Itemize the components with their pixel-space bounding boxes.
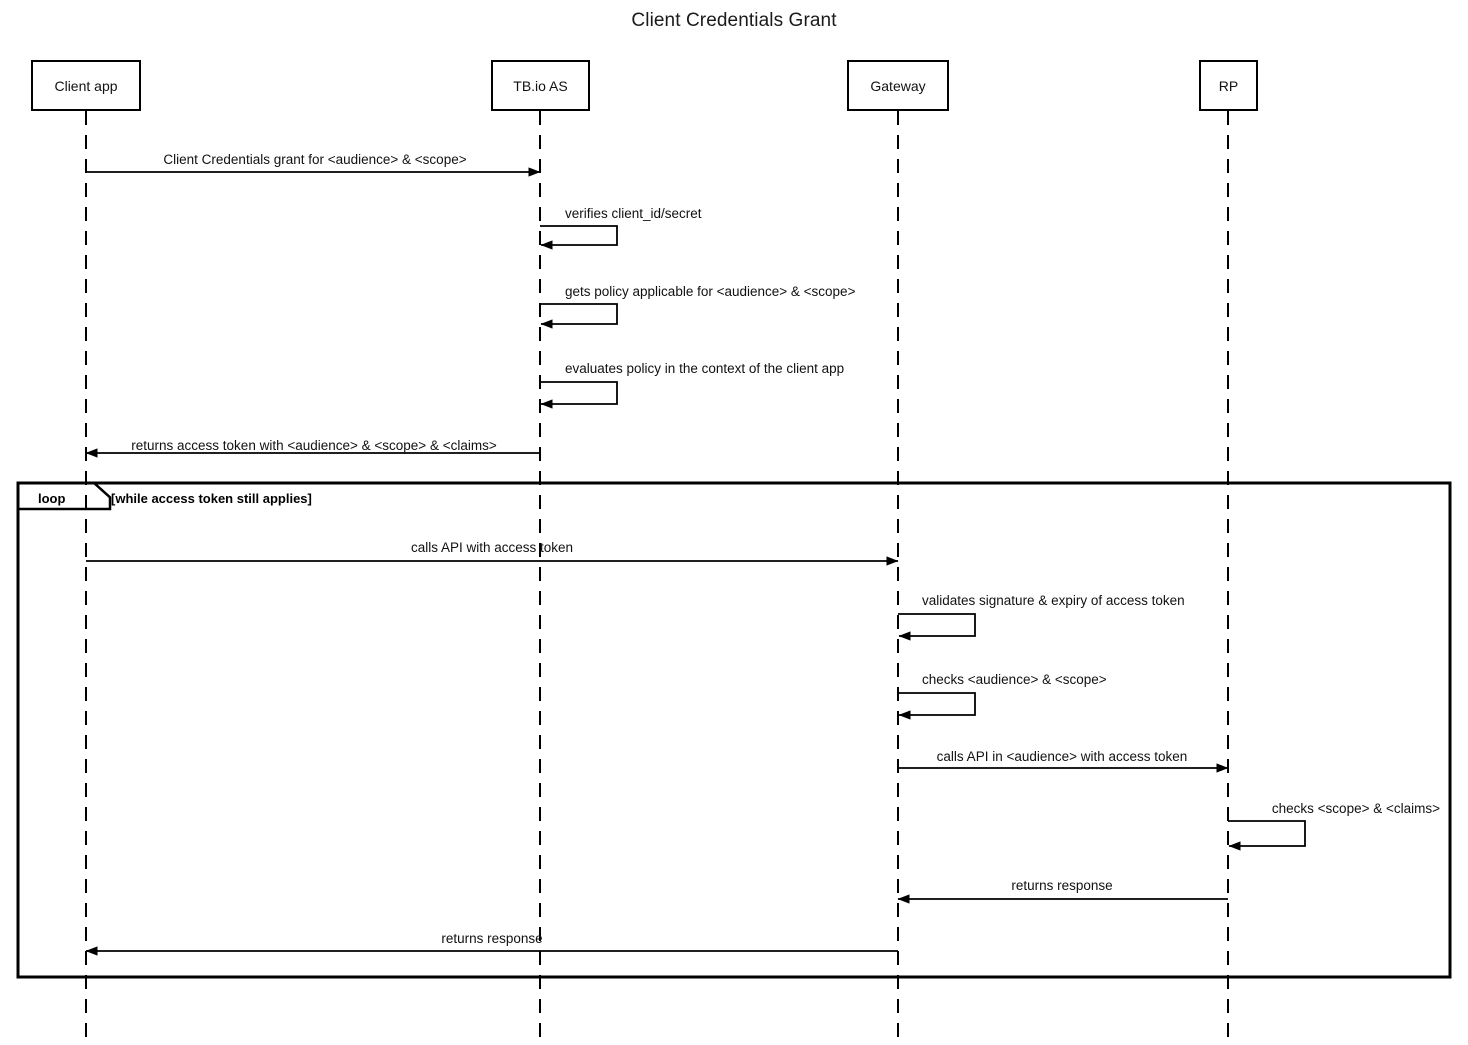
message-label-2: gets policy applicable for <audience> & … xyxy=(565,284,856,299)
message-label-5: calls API with access token xyxy=(410,540,574,555)
fragment-operator-label: loop xyxy=(38,491,66,506)
self-message-7 xyxy=(898,692,976,720)
message-label-1: verifies client_id/secret xyxy=(565,206,702,221)
self-message-9 xyxy=(1228,820,1306,851)
fragment-condition-label: [while access token still applies] xyxy=(111,491,312,506)
fragments-group xyxy=(16,481,1452,979)
message-label-4: returns access token with <audience> & <… xyxy=(131,438,497,453)
message-label-10: returns response xyxy=(1011,878,1113,893)
participant-label: Gateway xyxy=(870,77,926,94)
self-message-3 xyxy=(540,381,618,409)
participant-label: Client app xyxy=(54,77,118,94)
fragment-frame-loop xyxy=(16,481,1452,979)
participant-as[interactable]: TB.io AS xyxy=(491,60,590,111)
self-message-1 xyxy=(540,225,618,250)
message-label-9: checks <scope> & <claims> xyxy=(1271,801,1440,816)
participant-rp[interactable]: RP xyxy=(1199,60,1258,111)
participant-label: TB.io AS xyxy=(513,77,568,94)
message-label-3: evaluates policy in the context of the c… xyxy=(565,361,845,376)
participant-gw[interactable]: Gateway xyxy=(847,60,949,111)
message-label-11: returns response xyxy=(441,931,543,946)
participant-client[interactable]: Client app xyxy=(31,60,141,111)
message-label-6: validates signature & expiry of access t… xyxy=(922,593,1185,608)
lifelines-group xyxy=(85,111,1229,1045)
self-message-6 xyxy=(898,613,976,641)
messages-group xyxy=(85,167,1306,956)
message-label-0: Client Credentials grant for <audience> … xyxy=(163,152,467,167)
participant-label: RP xyxy=(1218,77,1239,94)
page-title: Client Credentials Grant xyxy=(631,10,837,31)
self-message-2 xyxy=(540,303,618,329)
fragment-operator-tab xyxy=(16,481,112,511)
message-label-8: calls API in <audience> with access toke… xyxy=(936,749,1188,764)
message-label-7: checks <audience> & <scope> xyxy=(922,672,1107,687)
